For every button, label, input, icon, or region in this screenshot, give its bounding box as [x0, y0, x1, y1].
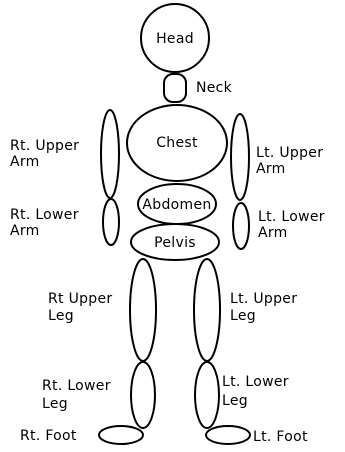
neck-shape	[164, 74, 186, 102]
head-part: Head	[141, 4, 209, 72]
lt-upper-arm-label: Lt. Upper Arm	[256, 145, 328, 177]
rt-upper-arm-label: Rt. Upper Arm	[10, 138, 84, 170]
rt-upper-leg-label: Rt Upper Leg	[48, 291, 117, 324]
rt-lower-arm-label: Rt. Lower Arm	[10, 207, 84, 239]
lt-lower-arm-label-line1: Lt. Lower	[258, 209, 325, 225]
lt-upper-leg-shape	[194, 259, 220, 361]
abdomen-part: Abdomen	[138, 184, 216, 224]
lt-lower-leg-label: Lt. Lower Leg	[222, 374, 294, 409]
lt-foot-part: Lt. Foot	[206, 426, 308, 445]
lt-upper-arm-part: Lt. Upper Arm	[231, 114, 328, 200]
rt-upper-leg-label-line1: Rt Upper	[48, 291, 112, 307]
rt-upper-leg-part: Rt Upper Leg	[48, 259, 156, 361]
lt-upper-arm-label-line2: Arm	[256, 161, 286, 177]
rt-lower-leg-label-line1: Rt. Lower	[42, 378, 111, 394]
rt-lower-arm-label-line1: Rt. Lower	[10, 207, 79, 223]
pelvis-label: Pelvis	[154, 235, 196, 251]
lt-upper-arm-shape	[231, 114, 249, 200]
rt-upper-arm-label-line1: Rt. Upper	[10, 138, 79, 154]
rt-lower-arm-label-line2: Arm	[10, 223, 40, 239]
lt-foot-shape	[206, 426, 250, 444]
rt-upper-leg-shape	[130, 259, 156, 361]
lt-lower-leg-shape	[195, 362, 219, 428]
rt-lower-arm-part: Rt. Lower Arm	[10, 199, 119, 245]
lt-upper-leg-label: Lt. Upper Leg	[230, 291, 302, 324]
chest-part: Chest	[127, 105, 227, 181]
lt-upper-leg-label-line2: Leg	[230, 308, 256, 324]
neck-label: Neck	[196, 80, 233, 96]
lt-foot-label: Lt. Foot	[253, 429, 308, 445]
rt-upper-arm-shape	[101, 110, 119, 198]
rt-foot-part: Rt. Foot	[20, 426, 143, 444]
lt-lower-arm-label-line2: Arm	[258, 225, 288, 241]
lt-lower-leg-label-line1: Lt. Lower	[222, 374, 289, 390]
chest-label: Chest	[156, 135, 198, 151]
lt-lower-arm-part: Lt. Lower Arm	[233, 203, 330, 249]
lt-upper-leg-label-line1: Lt. Upper	[230, 291, 297, 307]
lt-upper-leg-part: Lt. Upper Leg	[194, 259, 302, 361]
abdomen-label: Abdomen	[142, 197, 211, 213]
lt-lower-leg-label-line2: Leg	[222, 393, 248, 409]
neck-part: Neck	[164, 74, 233, 102]
rt-lower-leg-part: Rt. Lower Leg	[42, 362, 155, 428]
rt-lower-leg-shape	[131, 362, 155, 428]
rt-upper-leg-label-line2: Leg	[48, 308, 74, 324]
rt-foot-label: Rt. Foot	[20, 428, 77, 444]
rt-foot-shape	[99, 426, 143, 444]
lt-lower-arm-shape	[233, 203, 249, 249]
rt-upper-arm-label-line2: Arm	[10, 154, 40, 170]
rt-lower-arm-shape	[103, 199, 119, 245]
lt-upper-arm-label-line1: Lt. Upper	[256, 145, 323, 161]
rt-lower-leg-label-line2: Leg	[42, 396, 68, 412]
rt-lower-leg-label: Rt. Lower Leg	[42, 378, 116, 412]
pelvis-part: Pelvis	[131, 224, 219, 260]
lt-lower-arm-label: Lt. Lower Arm	[258, 209, 330, 241]
lt-lower-leg-part: Lt. Lower Leg	[195, 362, 294, 428]
head-label: Head	[156, 31, 194, 47]
rt-upper-arm-part: Rt. Upper Arm	[10, 110, 119, 198]
